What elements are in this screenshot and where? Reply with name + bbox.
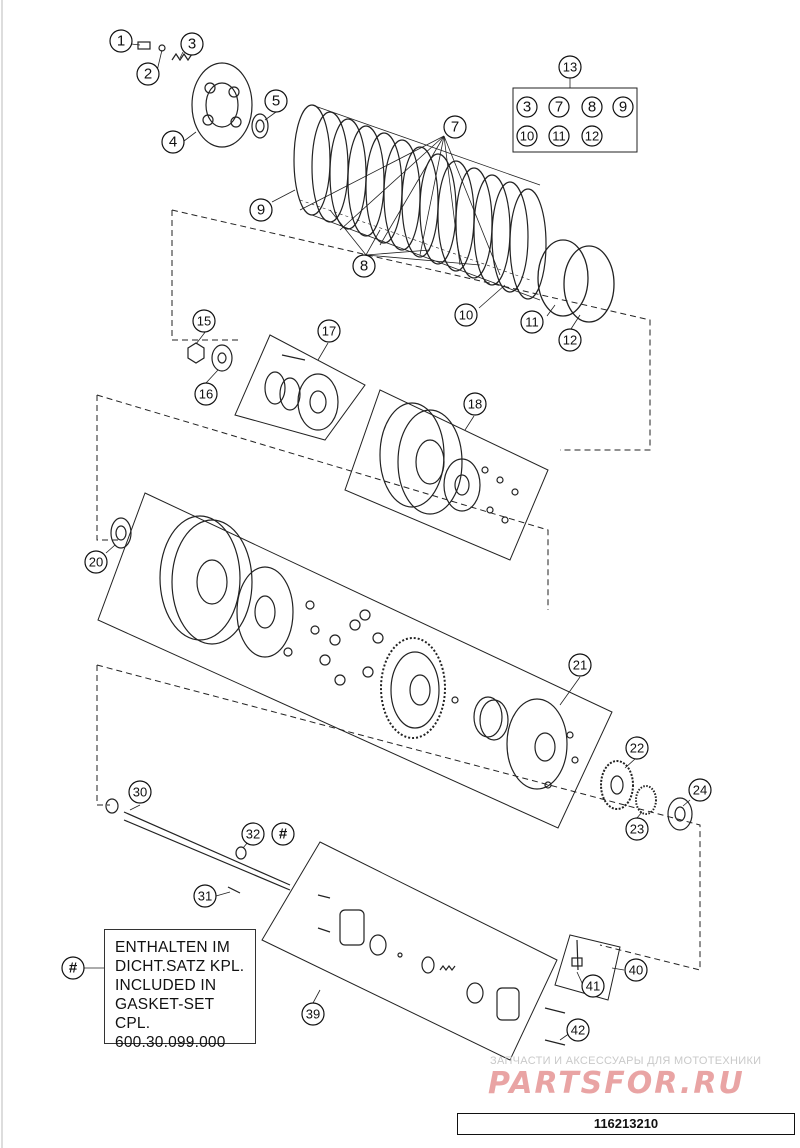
note-line: GASKET-SET CPL. (115, 996, 215, 1032)
callout-22: 22 (630, 741, 644, 756)
callout-5: 5 (272, 93, 280, 110)
box-17 (234, 334, 366, 441)
callout-40: 40 (629, 963, 643, 978)
inner-hub-18 (379, 402, 519, 524)
box-13-kit (512, 87, 638, 153)
gasket-set-note: ENTHALTEN IM DICHT.SATZ KPL. INCLUDED IN… (104, 929, 256, 1051)
box-39 (261, 841, 558, 1061)
callout-3: 3 (188, 36, 196, 53)
parts-41-42 (544, 939, 583, 1046)
leader-lines (84, 43, 691, 1041)
callout-20: 20 (89, 555, 103, 570)
callout-8: 8 (360, 258, 368, 275)
callout-30: 30 (133, 785, 147, 800)
callout-2: 2 (144, 66, 152, 83)
kit-item: 7 (555, 99, 563, 116)
callout-31: 31 (198, 889, 212, 904)
callout-17: 17 (322, 324, 336, 339)
callout-41: 41 (586, 979, 600, 994)
callout-hash-32: # (279, 826, 288, 843)
callout-42: 42 (571, 1023, 585, 1038)
note-line: INCLUDED IN (115, 977, 217, 994)
callout-7: 7 (451, 119, 459, 136)
callout-4: 4 (169, 134, 177, 151)
callout-10: 10 (459, 308, 473, 323)
callout-32: 32 (246, 827, 260, 842)
part-17-assembly (264, 354, 339, 431)
callout-9: 9 (257, 202, 265, 219)
kit-item: 12 (585, 129, 599, 144)
kit-item: 10 (520, 129, 534, 144)
clutch-basket-21 (159, 515, 579, 790)
watermark-tagline: ЗАПЧАСТИ И АКСЕССУАРЫ ДЛЯ МОТОТЕХНИКИ (490, 1055, 762, 1067)
note-line: ENTHALTEN IM (115, 939, 230, 956)
snap-rings (537, 239, 615, 323)
document-number: 116213210 (457, 1113, 795, 1135)
callout-24: 24 (693, 783, 707, 798)
seal-20 (110, 517, 132, 549)
callout-1: 1 (117, 33, 125, 50)
kit-item: 8 (588, 99, 596, 116)
nut-washer-15-16 (187, 342, 233, 372)
note-line: 600.30.099.000 (115, 1034, 226, 1051)
callout-12: 12 (563, 333, 577, 348)
guide-frame-shaft (96, 665, 110, 806)
callout-23: 23 (630, 822, 644, 837)
callout-11: 11 (525, 315, 539, 330)
box-18 (344, 389, 549, 561)
callout-hash-note: # (69, 960, 78, 977)
callout-39: 39 (306, 1007, 320, 1022)
note-line: DICHT.SATZ KPL. (115, 958, 245, 975)
callout-15: 15 (197, 314, 211, 329)
callout-18: 18 (468, 397, 482, 412)
box-40 (554, 934, 621, 1001)
pressure-cap (137, 41, 269, 148)
clutch-plate-stack (293, 104, 547, 301)
gears-22-23-24 (600, 760, 693, 831)
watermark-brand: PARTSFOR.RU (488, 1066, 745, 1101)
callout-21: 21 (573, 658, 587, 673)
release-mechanism-39 (317, 894, 520, 1021)
push-rod-30 (105, 798, 291, 894)
guide-frame-clutch-pack (171, 210, 240, 341)
kit-item: 11 (552, 129, 566, 144)
box-21 (97, 492, 613, 829)
kit-item: 9 (619, 99, 627, 116)
callout-13: 13 (563, 60, 577, 75)
callout-16: 16 (199, 387, 213, 402)
guide-frame-hub (96, 395, 120, 541)
kit-item: 3 (523, 99, 531, 116)
